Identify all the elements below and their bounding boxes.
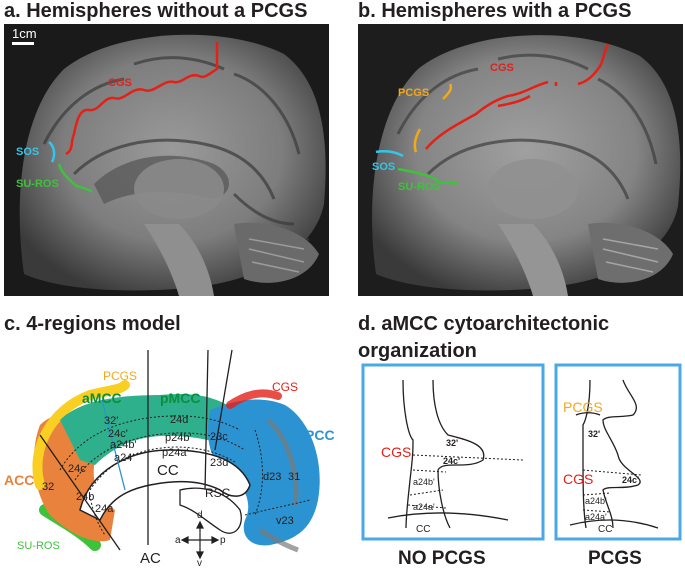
scale-label: 1cm	[12, 26, 37, 41]
panel-d-title-line2: organization	[358, 340, 477, 362]
area-32p-d-right: 32'	[588, 429, 600, 439]
panel-a-title: a. Hemispheres without a PCGS	[4, 0, 308, 22]
area-24cp-d-left: 24c'	[443, 456, 460, 466]
area-24b-c: 24b	[76, 491, 94, 503]
dir-v-label: v	[197, 558, 202, 568]
gyrus-outline	[258, 418, 299, 553]
area-24d-c: 24d	[170, 414, 188, 426]
area-32-c: 32	[42, 481, 54, 493]
area-32p-c: 32'	[104, 415, 118, 427]
area-a24bp-d-left: a24b'	[413, 477, 435, 487]
area-a24ap-c: a24'	[114, 452, 134, 464]
dir-a-label: a	[175, 535, 181, 546]
caption-no-pcgs: NO PCGS	[398, 548, 486, 568]
cgs-label-d-left: CGS	[381, 444, 411, 460]
area-d23-c: d23	[263, 471, 281, 483]
blue-marker-line	[101, 399, 126, 491]
scale-bar	[12, 42, 34, 45]
area-p24ap-c: p24a'	[162, 447, 189, 459]
panel-d-diagram: CGS 32' 24c' a24b' a24a' CC PCGS 32' CGS…	[358, 360, 685, 568]
cc-label-d-right: CC	[598, 524, 612, 535]
sos-label-b: SOS	[372, 161, 395, 173]
area-a24bp-d-right: a24b'	[585, 496, 607, 506]
suros-label-c: SU-ROS	[17, 540, 60, 552]
panel-a-overlay: 1cm CGS SOS SU-ROS	[4, 24, 329, 296]
rsc-label: RSC	[205, 486, 231, 500]
rsc-contour	[179, 487, 242, 534]
cgs-line-a	[65, 42, 219, 156]
pcgs-label-b: PCGS	[398, 87, 429, 99]
cc-label-d-left: CC	[416, 524, 430, 535]
area-24cp-d-right: 24c'	[622, 475, 639, 485]
area-31-c: 31	[288, 471, 300, 483]
panel-d-title-line1: d. aMCC cytoarchitectonic	[358, 313, 610, 335]
panel-c-diagram: PCGS aMCC pMCC CGS PCC ACC SU-ROS CC AC …	[0, 340, 345, 568]
cgs-label-a: CGS	[108, 77, 132, 89]
pcc-label: PCC	[305, 427, 335, 443]
cgs-line-b1	[425, 80, 549, 150]
pcgs-label-c: PCGS	[103, 369, 137, 383]
pcc-region	[208, 399, 320, 546]
sos-line-b	[375, 149, 404, 158]
cgs-label-c: CGS	[272, 380, 298, 394]
area-v23-c: v23	[276, 515, 294, 527]
amcc-label: aMCC	[82, 390, 122, 406]
cgs-line-b3	[577, 43, 610, 86]
dir-d-label: d	[197, 510, 203, 521]
cc-label: CC	[157, 462, 179, 479]
panel-b-title: b. Hemispheres with a PCGS	[358, 0, 632, 22]
cgs-label-b: CGS	[490, 62, 514, 74]
suros-label-b: SU-ROS	[398, 181, 441, 193]
area-24c-c: 24c	[68, 463, 86, 475]
panel-b-overlay: PCGS CGS SOS SU-ROS	[358, 24, 683, 296]
acc-label: ACC	[4, 472, 34, 488]
area-23d-c: 23d	[210, 457, 228, 469]
area-32p-d-left: 32'	[446, 438, 458, 448]
mri-image-b	[358, 24, 683, 296]
pcgs-label-d-right: PCGS	[563, 399, 603, 415]
area-a24ap-d-right: a24a'	[585, 512, 607, 522]
pcgs-line-b1	[442, 83, 453, 100]
suros-label-a: SU-ROS	[16, 178, 59, 190]
area-23c-c: 23c	[210, 431, 228, 443]
box-pcgs	[554, 363, 682, 541]
suros-line-b	[397, 167, 459, 186]
dir-p-label: p	[220, 535, 226, 546]
suros-line-a	[57, 163, 93, 194]
panel-c-title: c. 4-regions model	[4, 313, 181, 335]
area-p24bp-c: p24b'	[165, 432, 192, 444]
area-a24ap-d-left: a24a'	[413, 502, 435, 512]
ac-label: AC	[140, 550, 161, 567]
cgs-band	[226, 389, 282, 409]
cc-outline	[79, 449, 251, 522]
caption-pcgs: PCGS	[588, 548, 642, 568]
area-24cp-c: 24c'	[108, 428, 128, 440]
sos-label-a: SOS	[16, 146, 39, 158]
pmcc-label: pMCC	[160, 390, 200, 406]
area-24a-c: 24a	[95, 503, 114, 515]
mri-image-a	[4, 24, 329, 296]
cgs-line-b4	[497, 94, 531, 108]
sos-line-a	[48, 141, 56, 163]
area-a24bp-c: a24b'	[110, 439, 137, 451]
pcgs-band	[32, 380, 130, 490]
box-no-pcgs	[361, 363, 545, 541]
cgs-label-d-right: CGS	[563, 471, 593, 487]
pcgs-line-b2	[413, 128, 422, 153]
